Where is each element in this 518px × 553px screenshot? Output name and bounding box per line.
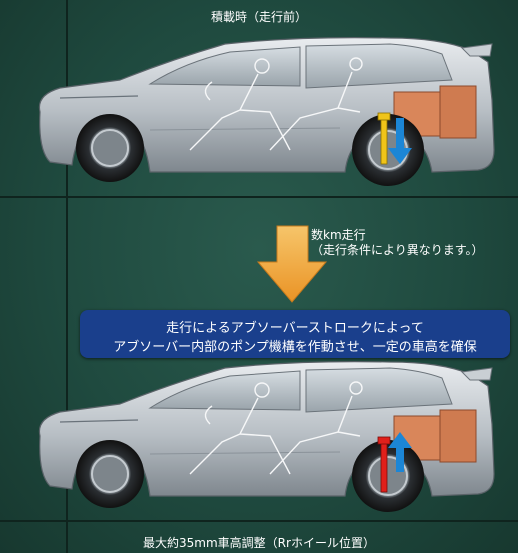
run-distance-label: 数km走行 [311, 228, 366, 242]
run-condition-note: （走行条件により異なります。） [311, 243, 484, 257]
front-wheel [76, 114, 144, 182]
absorber-after [380, 441, 388, 493]
rear-wheel [352, 114, 424, 186]
absorber-before [380, 117, 388, 165]
caption-after: 最大約35mm車高調整（Rrホイール位置） [143, 536, 375, 550]
horizontal-divider-bottom [0, 520, 518, 522]
vertical-divider [66, 0, 68, 553]
progress-arrow-icon [256, 225, 328, 303]
passenger-icon [189, 57, 363, 151]
explanation-banner: 走行によるアブソーバーストロークによって アブソーバー内部のポンプ機構を作動させ… [80, 310, 510, 358]
arrow-down-blue-icon [388, 118, 412, 164]
passenger-icon [189, 381, 363, 475]
car-after [38, 361, 495, 512]
arrow-up-blue-icon [388, 432, 412, 472]
front-wheel [76, 440, 144, 508]
banner-line-2: アブソーバー内部のポンプ機構を作動させ、一定の車高を確保 [113, 340, 477, 355]
caption-before: 積載時（走行前） [210, 10, 307, 24]
banner-line-1: 走行によるアブソーバーストロークによって [166, 321, 424, 336]
car-before [38, 37, 495, 186]
horizontal-divider-top [0, 196, 518, 198]
rear-wheel [352, 440, 424, 512]
